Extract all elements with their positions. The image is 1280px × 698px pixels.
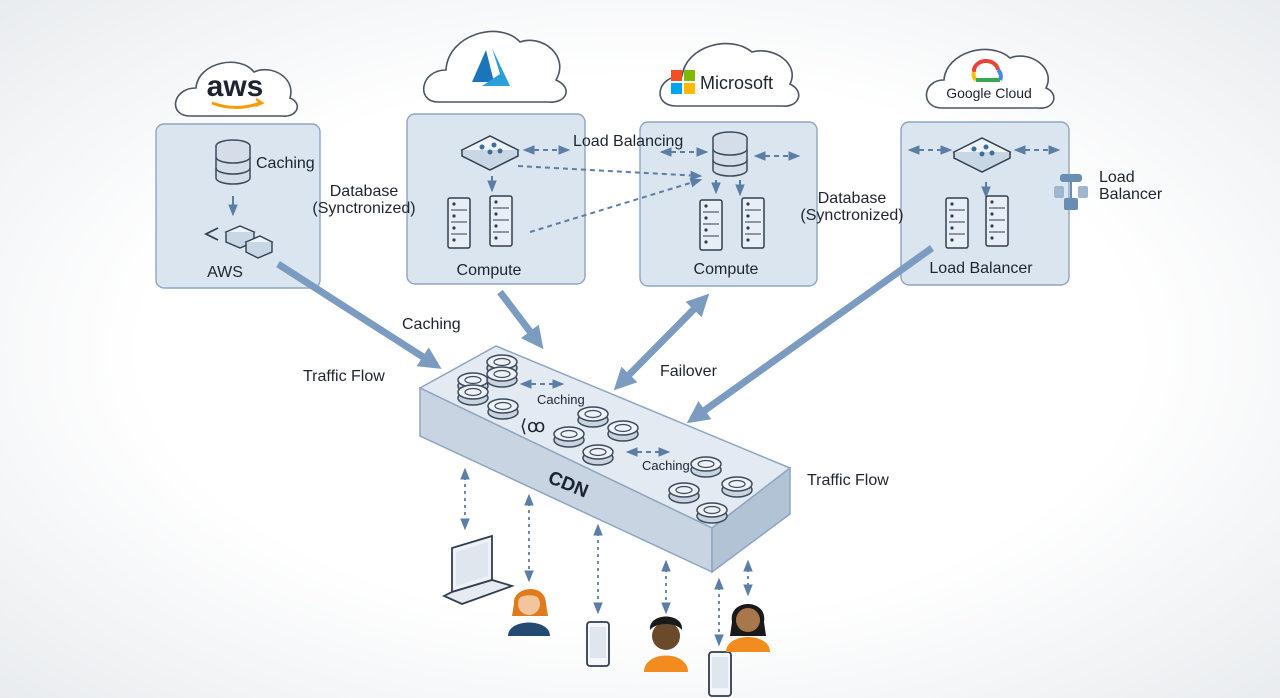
user-avatar-2	[644, 616, 688, 672]
aws-compute-icon	[224, 225, 274, 259]
microsoft-logo-text: Microsoft	[700, 73, 773, 93]
azure-server-icon-2	[489, 195, 513, 247]
google-cloud-panel: Load Balancer	[900, 121, 1070, 286]
load-balancing-label: Load Balancing	[573, 133, 683, 150]
google-panel-label: Load Balancer	[929, 260, 1033, 277]
google-server-icon-2	[985, 195, 1009, 247]
aws-logo-text: aws	[207, 70, 264, 103]
database-sync-left-label-1: Database	[330, 183, 399, 200]
microsoft-database-icon	[712, 131, 748, 177]
google-server-icon-1	[945, 197, 969, 249]
azure-icon	[472, 48, 510, 86]
caching-label-mid: Caching	[402, 316, 461, 333]
google-cloud-logo-text: Google Cloud	[946, 85, 1032, 101]
cdn-block: CDN	[418, 345, 792, 574]
laptop-icon	[441, 534, 515, 605]
database-sync-left-label-2: (Synctronized)	[312, 200, 415, 217]
azure-server-icon-1	[447, 197, 471, 249]
cdn-link-icon: ⟨ꝏ	[520, 416, 545, 436]
database-sync-right-label-2: (Synctronized)	[800, 207, 903, 224]
cdn-caching-label-bottom: Caching	[642, 458, 690, 473]
microsoft-server-icon-2	[741, 197, 765, 249]
microsoft-icon	[671, 70, 695, 94]
user-avatar-3	[726, 604, 770, 652]
aws-caching-label: Caching	[256, 155, 315, 172]
cdn-caching-label-top: Caching	[537, 392, 585, 407]
azure-panel: Compute	[406, 113, 586, 285]
load-balancing-links	[517, 165, 703, 233]
google-cloud-logo: Google Cloud	[925, 48, 1055, 109]
traffic-flow-left-label: Traffic Flow	[303, 368, 385, 385]
aws-cloud-logo: aws	[174, 61, 299, 117]
failover-label: Failover	[660, 363, 718, 380]
azure-cloud-logo	[422, 30, 567, 103]
phone-icon-1	[586, 621, 610, 667]
microsoft-server-icon-1	[699, 199, 723, 251]
load-balancer-side-label-2: Balancer	[1099, 186, 1163, 203]
user-avatar-1	[508, 588, 550, 636]
load-balancer-side-label-1: Load	[1099, 169, 1135, 186]
azure-panel-label: Compute	[457, 262, 522, 279]
microsoft-cloud-logo: Microsoft	[659, 42, 800, 107]
microsoft-panel-label: Compute	[694, 261, 759, 278]
microsoft-panel: Compute	[639, 121, 818, 287]
user-traffic-lines	[460, 467, 753, 647]
aws-panel-label: AWS	[207, 264, 243, 281]
traffic-flow-right-label: Traffic Flow	[807, 472, 889, 489]
aws-database-icon	[215, 139, 251, 185]
traffic-arrows	[276, 245, 935, 424]
database-sync-right-label-1: Database	[818, 190, 887, 207]
aws-panel: Caching AWS	[155, 123, 321, 289]
load-balancer-side-icon	[1054, 174, 1088, 210]
phone-icon-2	[708, 651, 732, 697]
google-cloud-icon	[971, 59, 1003, 82]
